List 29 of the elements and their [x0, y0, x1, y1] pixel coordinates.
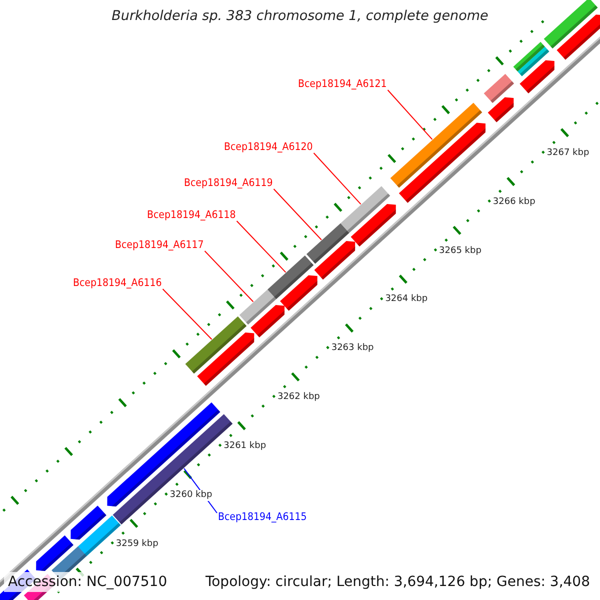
- leader-line: [204, 250, 254, 302]
- scale-label: 3262 kbp: [277, 392, 320, 404]
- scale-label: 3265 kbp: [439, 246, 482, 257]
- scale-label: 3266 kbp: [492, 196, 536, 208]
- scale-label: 3261 kbp: [224, 440, 266, 452]
- leader-line: [273, 188, 322, 240]
- gene-bar: [185, 316, 247, 374]
- scale-label: 3267 kbp: [546, 148, 590, 159]
- gene-label: Bcep18194_A6117: [115, 239, 204, 252]
- scale-label: 3264 kbp: [385, 294, 428, 306]
- gene-bar: [239, 289, 276, 325]
- scale-label: 3259 kbp: [116, 538, 158, 550]
- leader-line: [387, 90, 433, 140]
- gene-label: Bcep18194_A6121: [298, 78, 387, 91]
- leader-line: [236, 220, 286, 273]
- gene-bar: [390, 102, 482, 188]
- gene-bar: [306, 223, 350, 264]
- gene-label: Bcep18194_A6119: [184, 177, 273, 190]
- diagram-title: Burkholderia sp. 383 chromosome 1, complete genome: [110, 8, 490, 24]
- leader-line: [313, 152, 362, 205]
- leader-line: [162, 288, 212, 340]
- scale-label: 3263 kbp: [331, 343, 374, 354]
- gene-label: Bcep18194_A6116: [73, 277, 162, 290]
- gene-label: Bcep18194_A6120: [224, 141, 313, 154]
- gene-bar: [340, 186, 390, 233]
- gene-label: Bcep18194_A6115: [218, 511, 307, 524]
- gene-label: Bcep18194_A6118: [147, 209, 236, 222]
- gene-bar: [268, 256, 314, 300]
- scale-label: 3260 kbp: [170, 490, 212, 501]
